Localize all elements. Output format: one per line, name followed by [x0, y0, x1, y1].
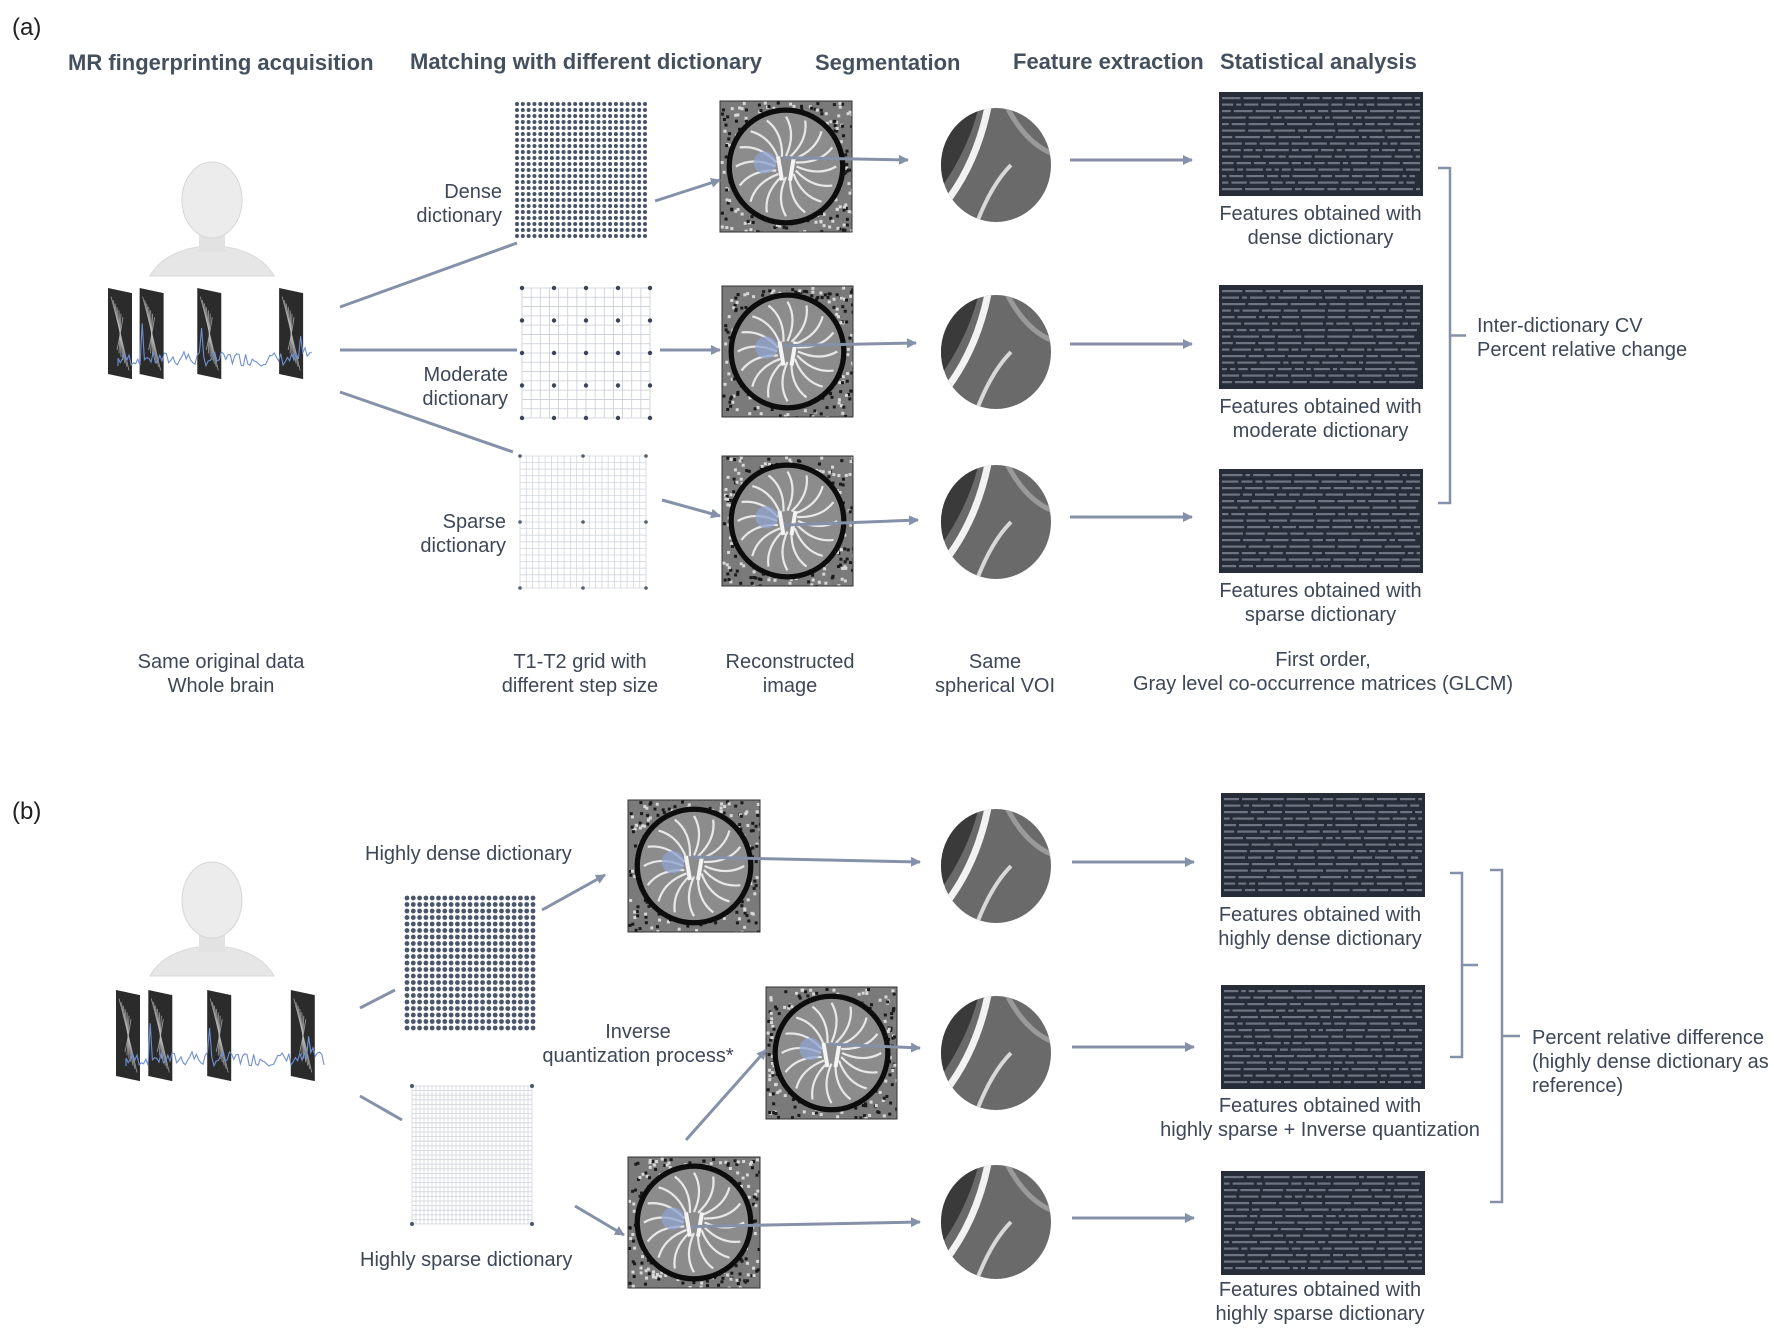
arrow-recon-inverse-to-voi: [828, 1042, 921, 1053]
mr-slice: [148, 990, 173, 1082]
code-sparse: [1219, 469, 1423, 573]
percent-difference-label: Percent relative difference (highly dens…: [1532, 1027, 1769, 1097]
voi-dense: [941, 108, 1051, 222]
link-to-highly-sparse: [359, 1094, 403, 1122]
arrow-dense-to-recon: [654, 178, 721, 203]
panel-b-tag: (b): [12, 798, 42, 825]
moderate-dictionary-label: Moderate dictionary: [422, 364, 508, 410]
header-feature-extraction: Feature extraction: [1013, 49, 1204, 74]
link-to-highly-dense: [359, 988, 396, 1010]
mr-slice: [116, 990, 140, 1082]
grid-sparse: [518, 454, 648, 590]
dense-dictionary-label: Dense dictionary: [416, 181, 502, 227]
bottom-label-recon: Reconstructed image: [725, 651, 855, 697]
bottom-label-data: Same original data Whole brain: [137, 651, 305, 697]
voi-moderate: [941, 295, 1051, 409]
code-highly-dense: [1221, 793, 1425, 897]
grid-dense: [515, 102, 647, 238]
arrow-recon-highly-dense-to-voi: [690, 855, 921, 867]
brain-moderate: [721, 285, 854, 418]
code-moderate: [1219, 285, 1423, 389]
features-highly-sparse-caption: Features obtained with highly sparse dic…: [1215, 1279, 1425, 1325]
voi-sparse: [941, 465, 1051, 579]
mr-slice: [139, 288, 164, 380]
header-statistical-analysis: Statistical analysis: [1220, 49, 1417, 74]
fingerprint-a: [108, 288, 312, 380]
head-icon-b: [149, 861, 275, 977]
link-to-dense: [339, 241, 518, 309]
arrow-highly-sparse-to-recon: [574, 1204, 625, 1237]
arrow-sparse-to-recon: [661, 498, 721, 519]
arrow-highly-dense-to-recon: [541, 873, 606, 912]
bottom-label-grid: T1-T2 grid with different step size: [501, 651, 659, 697]
code-highly-sparse: [1221, 1171, 1425, 1275]
brain-sparse: [721, 455, 854, 587]
link-to-sparse: [339, 390, 514, 454]
features-inverse-caption: Features obtained with highly sparse + I…: [1160, 1095, 1480, 1141]
header-acquisition: MR fingerprinting acquisition: [68, 50, 374, 75]
bottom-label-features: First order, Gray level co-occurrence ma…: [1132, 649, 1514, 695]
arrow-recon-highly-sparse-to-voi: [690, 1217, 921, 1229]
arrow-recon-moderate-to-voi: [784, 338, 917, 349]
fingerprint-signal: [125, 1023, 325, 1068]
arrow-inverse-quantization: [684, 1049, 768, 1141]
bracket-inner-pair: [1450, 871, 1478, 1059]
grid-highly-sparse: [410, 1084, 534, 1226]
panel-a-tag: (a): [12, 14, 42, 41]
mr-slice: [290, 990, 315, 1082]
header-matching: Matching with different dictionary: [410, 49, 763, 74]
features-highly-dense-caption: Features obtained with highly dense dict…: [1218, 904, 1422, 950]
brain-highly-sparse: [627, 1156, 761, 1289]
code-dense: [1219, 92, 1423, 196]
fingerprint-b: [116, 990, 325, 1082]
inverse-quantization-label: Inverse quantization process*: [542, 1021, 734, 1067]
mr-slice: [207, 990, 232, 1082]
bracket-inter-dictionary: [1438, 166, 1466, 505]
voi-highly-sparse: [941, 1165, 1051, 1279]
head-icon-a: [149, 161, 275, 277]
brain-inverse: [765, 986, 898, 1120]
highly-sparse-dictionary-label: Highly sparse dictionary: [360, 1249, 573, 1271]
header-segmentation: Segmentation: [815, 50, 961, 75]
arrow-recon-sparse-to-voi: [784, 515, 919, 527]
brain-highly-dense: [627, 799, 761, 933]
highly-dense-dictionary-label: Highly dense dictionary: [365, 843, 572, 865]
features-moderate-caption: Features obtained with moderate dictiona…: [1219, 396, 1422, 442]
grid-highly-dense: [404, 895, 536, 1031]
code-inverse: [1221, 985, 1425, 1089]
grid-moderate: [519, 285, 653, 421]
brain-dense: [719, 100, 853, 233]
mr-slice: [108, 288, 132, 380]
voi-highly-dense: [941, 809, 1051, 923]
sparse-dictionary-label: Sparse dictionary: [420, 511, 506, 557]
features-sparse-caption: Features obtained with sparse dictionary: [1219, 580, 1422, 626]
bottom-label-voi: Same spherical VOI: [934, 651, 1056, 697]
inter-dictionary-stat-label: Inter-dictionary CV Percent relative cha…: [1477, 315, 1688, 361]
arrow-recon-dense-to-voi: [782, 154, 909, 165]
voi-inverse: [941, 996, 1051, 1110]
features-dense-caption: Features obtained with dense dictionary: [1219, 203, 1422, 249]
fingerprint-signal: [117, 323, 312, 368]
bracket-percent-difference: [1490, 868, 1520, 1204]
